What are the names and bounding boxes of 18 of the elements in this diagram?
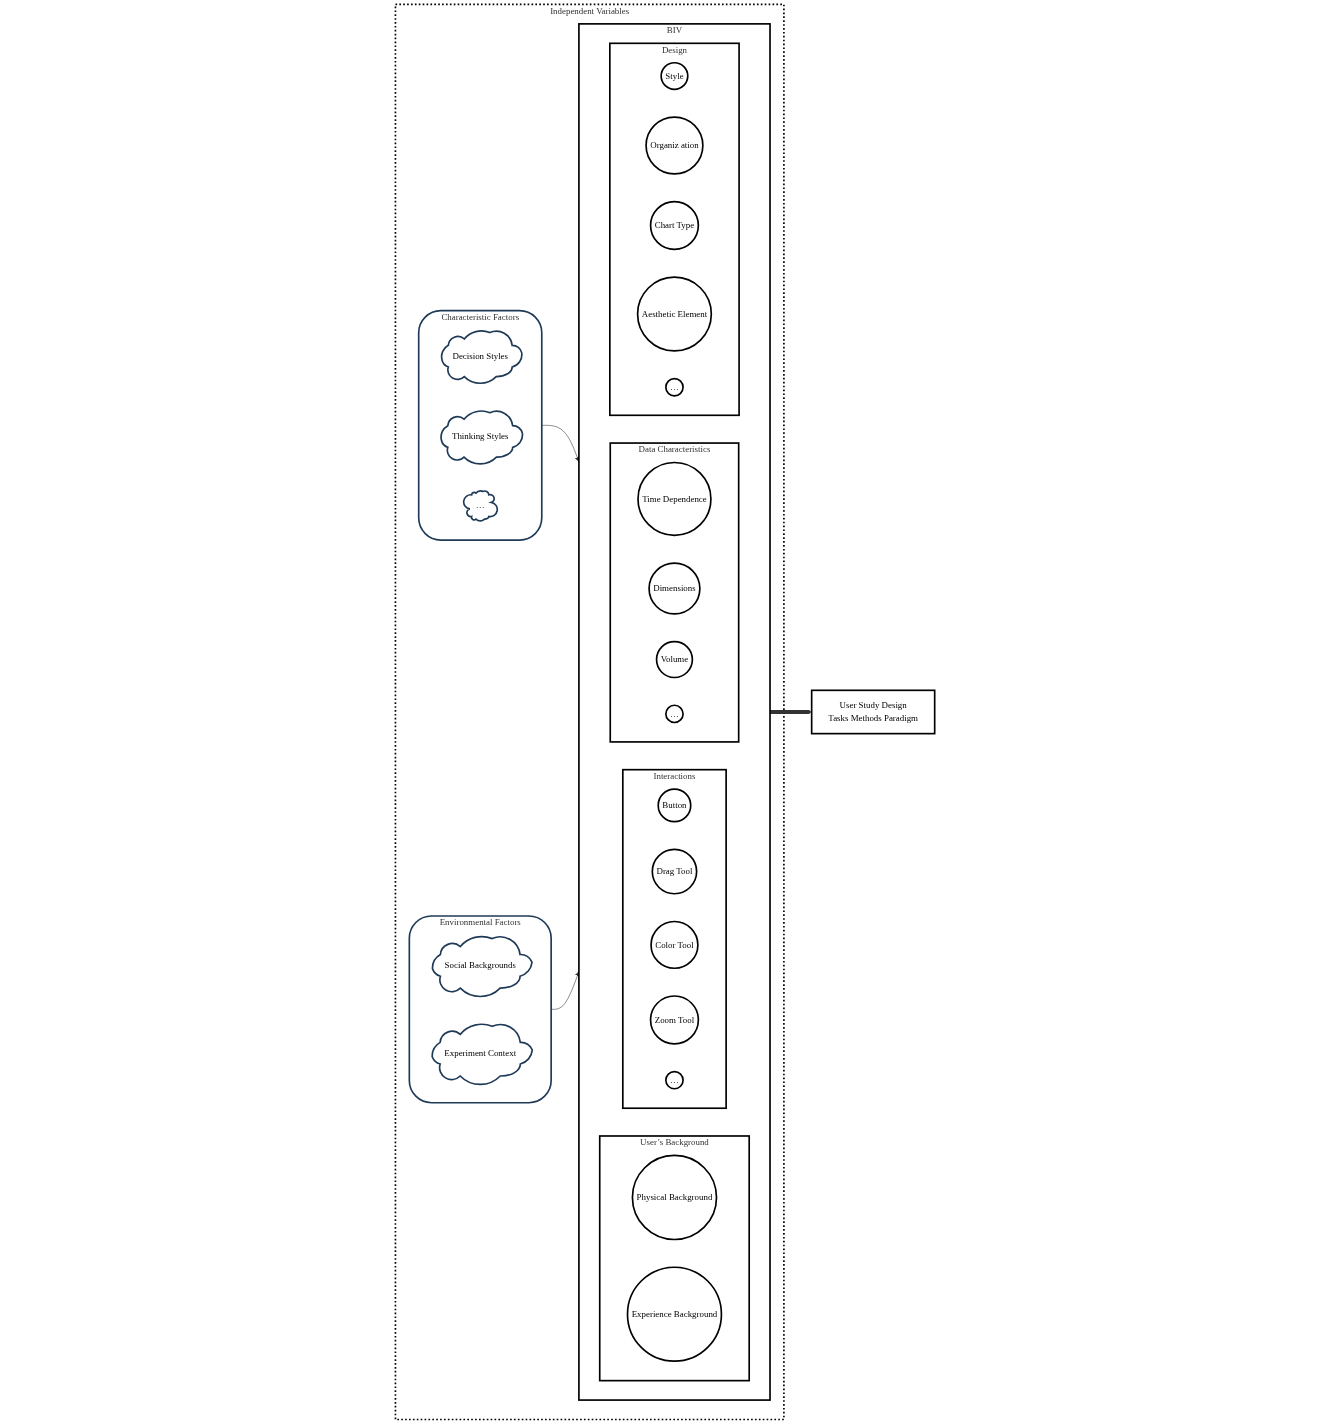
node-circle: Color Tool bbox=[650, 920, 699, 970]
arrow bbox=[769, 709, 812, 715]
node-circle: Volume bbox=[655, 640, 694, 679]
node-circle: Style bbox=[660, 61, 689, 91]
node-circle: … bbox=[664, 377, 684, 397]
node-circle: Time Dependence bbox=[637, 461, 712, 537]
node-circle: Chart Type bbox=[649, 200, 700, 251]
node-circle: Button bbox=[657, 788, 692, 823]
node-circle: Organiz ation bbox=[645, 116, 704, 175]
node-circle: Dimensions bbox=[648, 562, 701, 615]
node-box: User Study Design Tasks Methods Paradigm bbox=[810, 689, 936, 735]
node-circle: Experience Background bbox=[626, 1266, 723, 1363]
node-circle: Aesthetic Element bbox=[636, 276, 713, 352]
node-circle: Physical Background bbox=[631, 1154, 718, 1241]
node-circle: … bbox=[664, 1070, 684, 1090]
node-circle: Zoom Tool bbox=[649, 995, 700, 1045]
node-circle: Drag Tool bbox=[651, 848, 698, 895]
node-circle: … bbox=[664, 704, 684, 724]
